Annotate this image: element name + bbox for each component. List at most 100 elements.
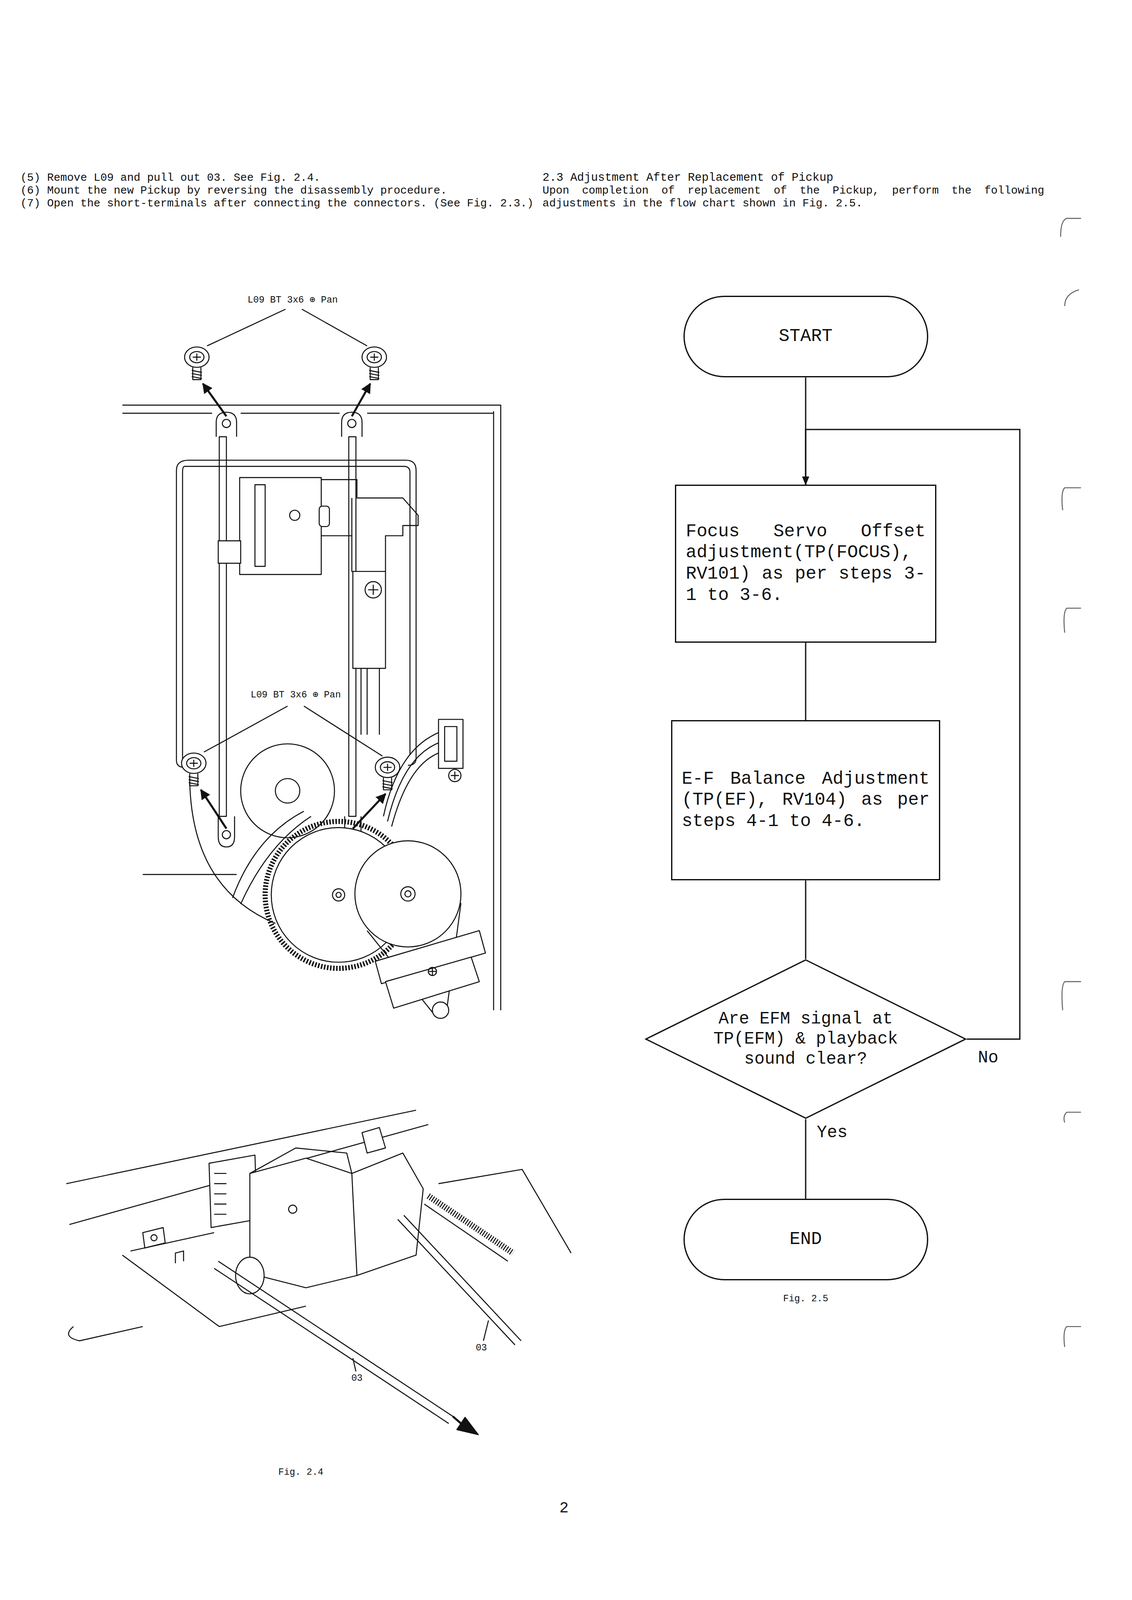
page-edge-marks bbox=[1061, 981, 1082, 1010]
section-block: 2.3 Adjustment After Replacement of Pick… bbox=[542, 171, 1045, 210]
screw bbox=[186, 757, 201, 769]
text-block: E-F Balance Adjustment (TP(EF), RV104) a… bbox=[672, 768, 939, 833]
pulley bbox=[354, 840, 461, 947]
leader-line bbox=[207, 308, 368, 346]
instruction-step: (7) Open the short-terminals after conne… bbox=[20, 196, 541, 210]
pickup-unit bbox=[352, 571, 386, 669]
shaft-removal-view bbox=[66, 1109, 572, 1435]
decision-diamond: Are EFM signal at TP(EFM) & playback sou… bbox=[644, 958, 967, 1119]
pickup-unit bbox=[218, 540, 241, 564]
screw bbox=[188, 773, 200, 786]
leader-line bbox=[203, 705, 383, 756]
screw bbox=[375, 756, 400, 790]
shaft-removal-view bbox=[142, 1226, 166, 1248]
pickup-unit bbox=[218, 477, 419, 735]
removal-arrow bbox=[200, 789, 227, 829]
page-edge-marks bbox=[1064, 289, 1079, 306]
instruction-list: (5) Remove L09 and pull out 03. See Fig.… bbox=[20, 171, 541, 210]
chassis-frame bbox=[176, 460, 417, 768]
shaft-removal-view bbox=[249, 1157, 358, 1288]
screw bbox=[362, 346, 387, 368]
flow-connector bbox=[805, 1118, 807, 1199]
screw bbox=[181, 752, 206, 786]
shaft-removal-view bbox=[214, 1260, 453, 1423]
page-edge-marks bbox=[1060, 218, 1082, 1347]
wire-connector bbox=[448, 768, 461, 782]
node-text: END bbox=[693, 1228, 919, 1250]
shaft-removal-view bbox=[351, 1152, 424, 1276]
page-edge-marks bbox=[1061, 487, 1082, 511]
wire-connector bbox=[444, 726, 458, 761]
spindle-motor bbox=[189, 775, 276, 924]
text-block: END bbox=[684, 1228, 927, 1250]
shaft-removal-view bbox=[428, 1195, 514, 1253]
pickup-unit bbox=[368, 584, 379, 595]
chassis-frame bbox=[122, 404, 501, 1010]
figure-number: Fig. 2.4 bbox=[276, 1466, 326, 1478]
node-text: START bbox=[693, 325, 919, 348]
pickup-unit bbox=[365, 581, 382, 598]
screw bbox=[192, 353, 201, 361]
guide-shaft bbox=[219, 436, 227, 816]
end-terminal: END bbox=[683, 1198, 929, 1280]
edge-label: Yes bbox=[815, 1123, 850, 1142]
leader-line bbox=[203, 308, 489, 1371]
text-block: Focus Servo Offset adjustment(TP(FOCUS),… bbox=[676, 521, 935, 606]
mounting-tab bbox=[347, 419, 356, 428]
removal-arrow bbox=[200, 383, 386, 829]
process-box: E-F Balance Adjustment (TP(EF), RV104) a… bbox=[671, 719, 941, 880]
spindle-motor bbox=[275, 778, 300, 803]
shaft-removal-view bbox=[175, 1250, 184, 1263]
screw bbox=[362, 346, 387, 380]
pickup-unit bbox=[351, 497, 352, 536]
page-edge-marks bbox=[1060, 218, 1082, 237]
mounting-tab bbox=[222, 419, 231, 428]
screw-callout: L09 BT 3x6 ⊕ Pan bbox=[249, 689, 343, 701]
node-text: Are EFM signal at TP(EFM) & playback sou… bbox=[705, 1008, 907, 1070]
screw bbox=[189, 759, 198, 767]
screw bbox=[189, 351, 204, 363]
pulley bbox=[428, 967, 437, 976]
mounting-tab bbox=[216, 412, 362, 847]
pulley bbox=[400, 886, 415, 901]
flow-connector bbox=[805, 879, 807, 959]
node-text: E-F Balance Adjustment (TP(EF), RV104) a… bbox=[681, 768, 930, 833]
screw bbox=[383, 763, 392, 771]
shaft-removal-view bbox=[362, 1126, 386, 1153]
chassis-frame bbox=[492, 410, 494, 1010]
screw bbox=[382, 777, 393, 790]
edge-label: No bbox=[976, 1048, 1001, 1068]
screw bbox=[184, 346, 209, 380]
page-edge-marks bbox=[1064, 607, 1082, 633]
guide-shaft bbox=[219, 436, 356, 816]
part-number: 03 bbox=[349, 1372, 364, 1384]
screw bbox=[375, 756, 400, 778]
instruction-step: (6) Mount the new Pickup by reversing th… bbox=[20, 184, 541, 197]
wire-connector bbox=[438, 718, 464, 769]
flow-connector bbox=[805, 642, 807, 720]
pulley bbox=[428, 967, 437, 976]
pulley bbox=[385, 956, 480, 1008]
removal-arrow bbox=[352, 793, 386, 829]
process-box: Focus Servo Offset adjustment(TP(FOCUS),… bbox=[674, 484, 936, 643]
figure-caption: Fig. 2.5 bbox=[781, 1293, 830, 1304]
pickup-unit bbox=[239, 477, 322, 575]
screw bbox=[380, 761, 395, 773]
screw bbox=[181, 752, 206, 774]
decision-diamond bbox=[645, 959, 966, 1118]
page-edge-marks bbox=[1064, 1111, 1082, 1123]
screw bbox=[184, 346, 209, 368]
shaft-removal-view bbox=[452, 1415, 461, 1423]
mechanism-drawing bbox=[66, 218, 1081, 1435]
shaft-removal-view bbox=[397, 1214, 522, 1345]
mounting-tab bbox=[222, 830, 231, 839]
instruction-step: (5) Remove L09 and pull out 03. See Fig.… bbox=[20, 171, 541, 185]
pickup-unit bbox=[321, 479, 419, 572]
pickup-unit bbox=[319, 505, 330, 527]
chassis-frame bbox=[182, 466, 410, 760]
shaft-removal-view bbox=[249, 1147, 352, 1174]
gear bbox=[336, 891, 342, 898]
text-block: Are EFM signal at TP(EFM) & playback sou… bbox=[705, 1008, 907, 1070]
